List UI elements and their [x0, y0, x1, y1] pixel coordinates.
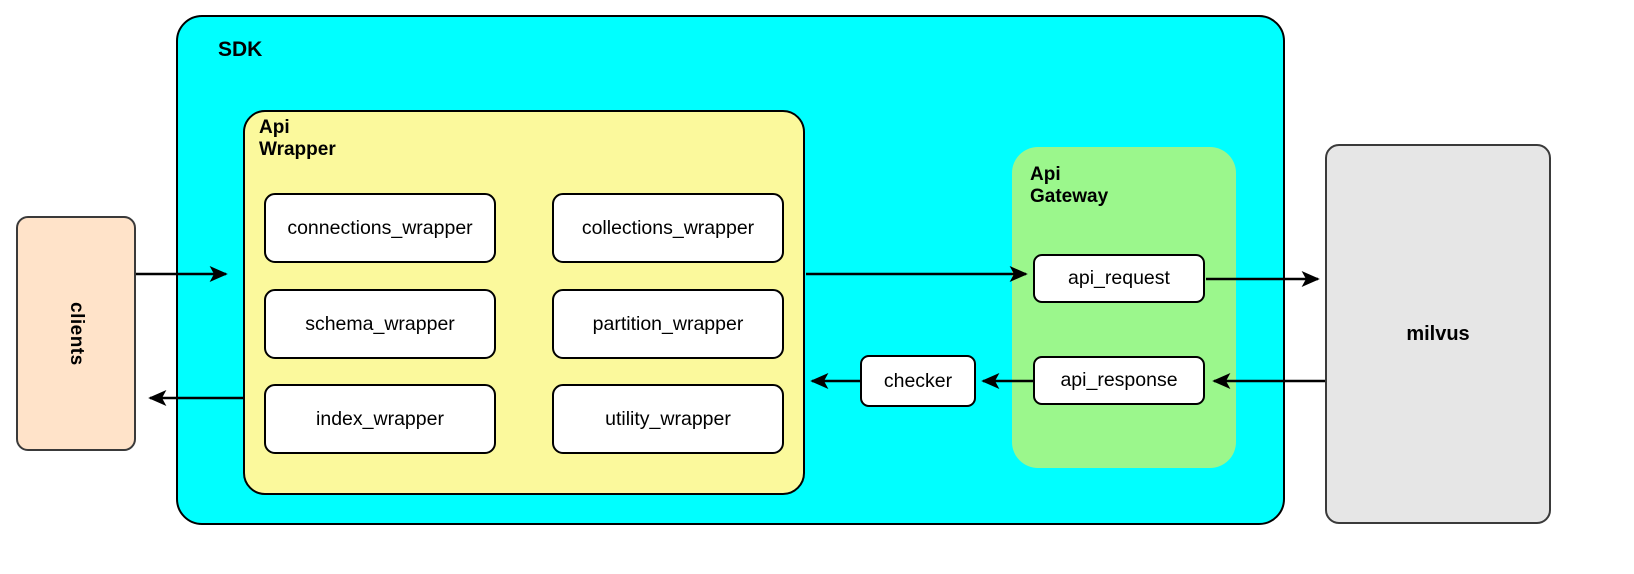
module-index-wrapper[interactable]: index_wrapper [264, 384, 496, 454]
api-response-label: api_response [1060, 369, 1178, 391]
sdk-label: SDK [218, 38, 263, 61]
api-request-node[interactable]: api_request [1033, 254, 1205, 303]
milvus-node[interactable]: milvus [1325, 144, 1551, 524]
api-wrapper-label: Api Wrapper [259, 117, 336, 161]
clients-node[interactable]: clients [16, 216, 136, 451]
module-utility-wrapper[interactable]: utility_wrapper [552, 384, 784, 454]
module-connections-wrapper[interactable]: connections_wrapper [264, 193, 496, 263]
module-label: schema_wrapper [305, 312, 455, 335]
module-schema-wrapper[interactable]: schema_wrapper [264, 289, 496, 359]
api-response-node[interactable]: api_response [1033, 356, 1205, 405]
module-label: index_wrapper [316, 407, 444, 430]
module-label: collections_wrapper [581, 216, 755, 239]
module-label: partition_wrapper [592, 312, 744, 335]
api-request-label: api_request [1068, 267, 1170, 289]
api-gateway-container [1012, 147, 1236, 468]
checker-node[interactable]: checker [860, 355, 976, 407]
module-label: utility_wrapper [605, 407, 731, 430]
clients-label: clients [66, 301, 87, 366]
milvus-label: milvus [1406, 322, 1470, 345]
module-partition-wrapper[interactable]: partition_wrapper [552, 289, 784, 359]
checker-label: checker [883, 369, 953, 392]
api-gateway-label: Api Gateway [1030, 164, 1109, 208]
module-label: connections_wrapper [287, 216, 473, 239]
module-collections-wrapper[interactable]: collections_wrapper [552, 193, 784, 263]
